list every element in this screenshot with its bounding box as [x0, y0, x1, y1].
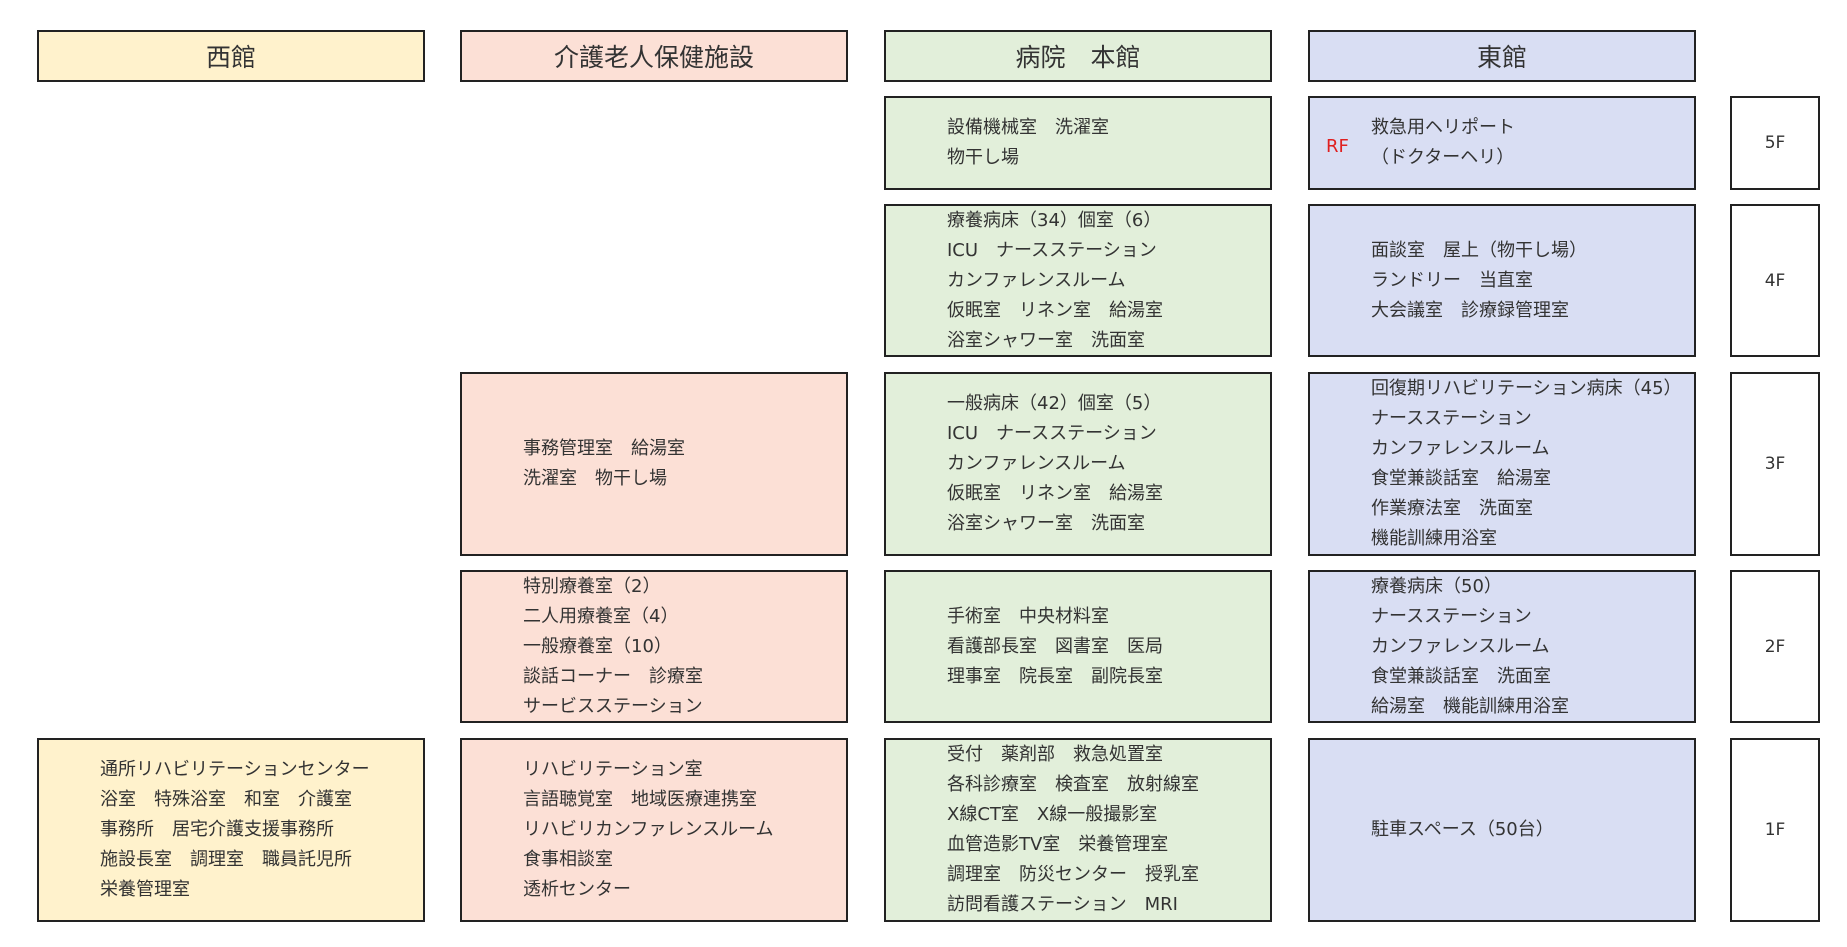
care-2f-cell: 特別療養室（2） 二人用療養室（4） 一般療養室（10） 談話コーナー 診療室 …	[460, 570, 848, 723]
room-line: 看護部長室 図書室 医局	[947, 635, 1163, 657]
room-line: 洗濯室 物干し場	[523, 468, 667, 489]
room-line: 仮眠室 リネン室 給湯室	[947, 483, 1163, 504]
room-line: 大会議室 診療録管理室	[1371, 299, 1569, 321]
room-line: 通所リハビリテーションセンター	[100, 759, 370, 780]
room-line: 給湯室 機能訓練用浴室	[1371, 695, 1569, 717]
room-line: 物干し場	[947, 147, 1019, 168]
room-line: カンファレンスルーム	[1371, 635, 1550, 657]
room-line: 栄養管理室	[100, 879, 190, 900]
room-line: 浴室 特殊浴室 和室 介護室	[100, 789, 352, 810]
room-line: 駐車スペース（50台）	[1371, 819, 1554, 840]
room-line: サービスステーション	[523, 695, 703, 717]
header-care-label: 介護老人保健施設	[553, 43, 754, 72]
room-line: 設備機械室 洗濯室	[947, 117, 1109, 138]
room-line: 談話コーナー 診療室	[523, 665, 703, 687]
room-line: 透析センター	[523, 879, 631, 900]
header-care-facility: 介護老人保健施設	[460, 30, 848, 82]
room-line: リハビリテーション室	[523, 759, 703, 780]
main-3f-cell: 一般病床（42）個室（5） ICU ナースステーション カンファレンスルーム 仮…	[884, 372, 1272, 556]
room-line: ICU ナースステーション	[947, 423, 1157, 444]
room-line: 受付 薬剤部 救急処置室	[947, 744, 1163, 765]
room-line: 手術室 中央材料室	[947, 605, 1109, 627]
header-east-label: 東館	[1476, 43, 1527, 72]
floor-label: 2F	[1764, 636, 1786, 657]
floor-4f: 4F	[1730, 204, 1820, 357]
main-1f-cell: 受付 薬剤部 救急処置室 各科診療室 検査室 放射線室 X線CT室 X線一般撮影…	[884, 738, 1272, 922]
room-line: リハビリカンファレンスルーム	[523, 819, 774, 840]
room-line: 特別療養室（2）	[523, 575, 661, 597]
room-line: ランドリー 当直室	[1371, 269, 1533, 291]
room-line: 各科診療室 検査室 放射線室	[947, 774, 1199, 795]
room-line: カンファレンスルーム	[947, 269, 1126, 291]
floor-label: 4F	[1764, 270, 1786, 291]
main-4f-cell: 療養病床（34）個室（6） ICU ナースステーション カンファレンスルーム 仮…	[884, 204, 1272, 357]
rf-mark: RF	[1326, 136, 1349, 157]
floor-3f: 3F	[1730, 372, 1820, 556]
room-line: カンファレンスルーム	[1371, 438, 1550, 459]
east-1f-cell: 駐車スペース（50台）	[1308, 738, 1696, 922]
west-1f-cell: 通所リハビリテーションセンター 浴室 特殊浴室 和室 介護室 事務所 居宅介護支…	[37, 738, 425, 922]
east-2f-cell: 療養病床（50） ナースステーション カンファレンスルーム 食堂兼談話室 洗面室…	[1308, 570, 1696, 723]
east-3f-cell: 回復期リハビリテーション病床（45） ナースステーション カンファレンスルーム …	[1308, 372, 1696, 556]
room-line: 面談室 屋上（物干し場）	[1371, 239, 1587, 261]
room-line: 療養病床（34）個室（6）	[947, 209, 1162, 231]
room-line: 事務所 居宅介護支援事務所	[100, 819, 334, 840]
header-east: 東館	[1308, 30, 1696, 82]
room-line: 調理室 防災センター 授乳室	[947, 864, 1199, 885]
header-west: 西館	[37, 30, 425, 82]
room-line: 食堂兼談話室 給湯室	[1371, 468, 1551, 489]
floor-1f: 1F	[1730, 738, 1820, 922]
room-line: 作業療法室 洗面室	[1371, 498, 1533, 519]
room-line: 療養病床（50）	[1371, 575, 1502, 597]
room-line: 事務管理室 給湯室	[523, 438, 685, 459]
floor-label: 5F	[1764, 133, 1786, 153]
header-main-label: 病院 本館	[1015, 43, 1141, 72]
care-1f-cell: リハビリテーション室 言語聴覚室 地域医療連携室 リハビリカンファレンスルーム …	[460, 738, 848, 922]
room-line: 仮眠室 リネン室 給湯室	[947, 299, 1163, 321]
east-5f-cell: RF 救急用ヘリポート （ドクターヘリ）	[1308, 96, 1696, 190]
room-line: 浴室シャワー室 洗面室	[947, 513, 1145, 534]
room-line: 機能訓練用浴室	[1371, 528, 1497, 549]
header-west-label: 西館	[205, 43, 256, 72]
care-3f-cell: 事務管理室 給湯室 洗濯室 物干し場	[460, 372, 848, 556]
floor-2f: 2F	[1730, 570, 1820, 723]
room-line: ナースステーション	[1371, 408, 1532, 429]
floor-5f: 5F	[1730, 96, 1820, 190]
room-line: 回復期リハビリテーション病床（45）	[1371, 378, 1682, 399]
room-line: 浴室シャワー室 洗面室	[947, 329, 1145, 351]
room-line: ICU ナースステーション	[947, 239, 1157, 261]
room-line: 理事室 院長室 副院長室	[947, 665, 1163, 687]
room-line: 血管造影TV室 栄養管理室	[947, 834, 1169, 855]
main-2f-cell: 手術室 中央材料室 看護部長室 図書室 医局 理事室 院長室 副院長室	[884, 570, 1272, 723]
room-line: 訪問看護ステーション MRI	[947, 894, 1178, 915]
room-line: 施設長室 調理室 職員託児所	[100, 849, 352, 870]
room-line: 二人用療養室（4）	[523, 605, 679, 627]
header-main-building: 病院 本館	[884, 30, 1272, 82]
room-line: 食堂兼談話室 洗面室	[1371, 665, 1551, 687]
room-line: 一般療養室（10）	[523, 635, 672, 657]
room-line: ナースステーション	[1371, 605, 1532, 627]
main-5f-cell: 設備機械室 洗濯室 物干し場	[884, 96, 1272, 190]
east-4f-cell: 面談室 屋上（物干し場） ランドリー 当直室 大会議室 診療録管理室	[1308, 204, 1696, 357]
floor-label: 1F	[1764, 820, 1786, 840]
room-line: 言語聴覚室 地域医療連携室	[523, 789, 757, 810]
room-line: カンファレンスルーム	[947, 453, 1126, 474]
floor-label: 3F	[1764, 454, 1786, 474]
room-line: 一般病床（42）個室（5）	[947, 393, 1162, 414]
room-line: 食事相談室	[523, 849, 613, 870]
room-line: X線CT室 X線一般撮影室	[947, 804, 1158, 825]
room-line: （ドクターヘリ）	[1371, 147, 1515, 168]
room-line: 救急用ヘリポート	[1371, 117, 1515, 138]
